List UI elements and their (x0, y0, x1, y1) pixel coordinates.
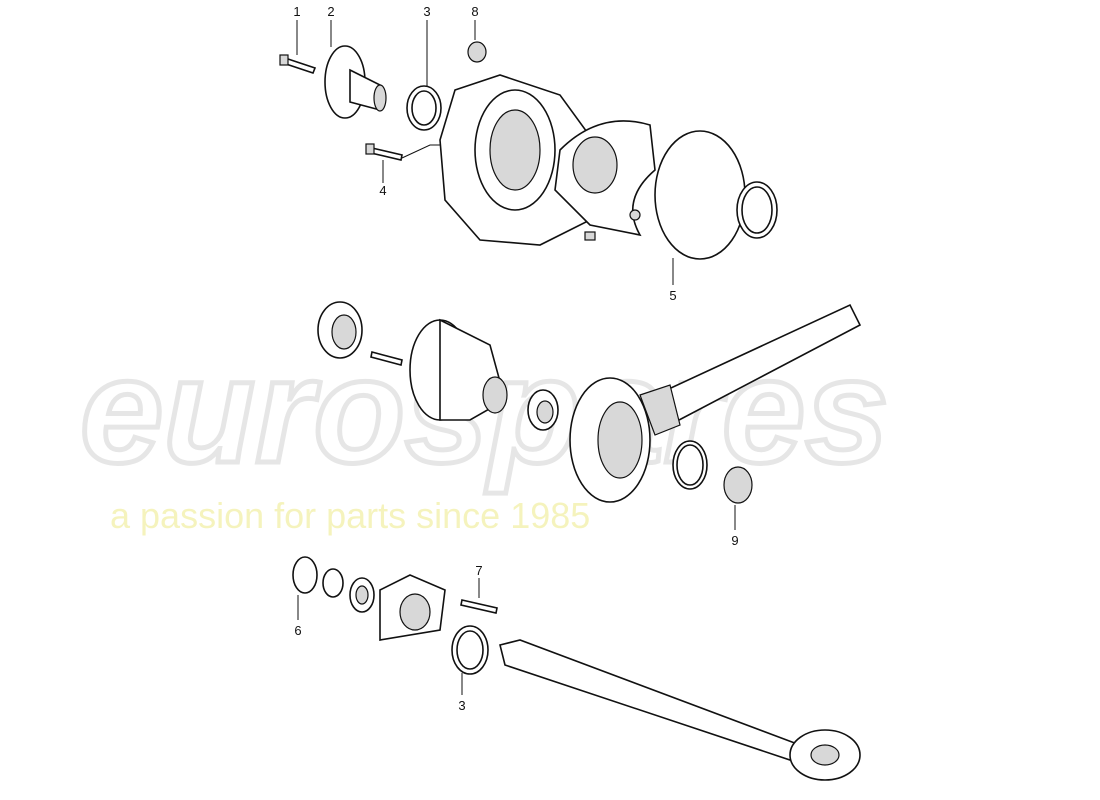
callout-1: 1 (293, 4, 300, 19)
part-2-flange (324, 20, 387, 119)
part-9-seal (672, 440, 753, 530)
part-1-bolt (279, 20, 317, 74)
deflector-shield (554, 120, 656, 241)
callout-9: 9 (731, 533, 738, 548)
part-5-o-ring (654, 130, 778, 285)
watermark-tagline: a passion for parts since 1985 (110, 495, 590, 536)
callout-8: 8 (471, 4, 478, 19)
callout-6: 6 (294, 623, 301, 638)
callout-2: 2 (327, 4, 334, 19)
callout-3-bottom: 3 (458, 698, 465, 713)
drive-shaft (499, 639, 861, 781)
part-3-seal-ring (406, 20, 442, 131)
differential-case (409, 318, 559, 431)
ring-gear-and-pinion (569, 303, 862, 503)
callout-3-top: 3 (423, 4, 430, 19)
bearing-left (317, 301, 403, 366)
part-8-plug (467, 20, 487, 63)
transmission-cover-housing (439, 74, 601, 246)
part-7-bolt-and-flange (379, 574, 498, 641)
callout-4: 4 (379, 183, 386, 198)
part-4-bolt (365, 143, 440, 183)
part-6-shims (292, 556, 375, 620)
part-3-seal-ring-lower (451, 625, 489, 695)
callout-7: 7 (475, 563, 482, 578)
callout-5: 5 (669, 288, 676, 303)
